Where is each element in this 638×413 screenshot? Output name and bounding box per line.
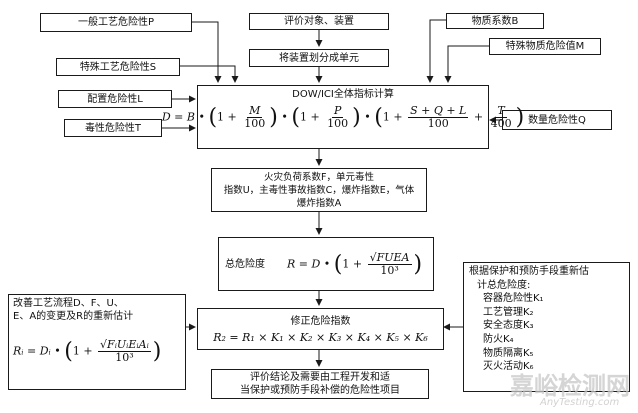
- improve-line2: E、A的变更及R的重新估计: [13, 311, 134, 322]
- reestimate-line2: 计总危险度:: [477, 279, 531, 291]
- split-units-box: 将装置划分成单元: [249, 49, 389, 67]
- special-material-hazard-box: 特殊物质危险值M: [489, 38, 601, 55]
- arrow-material-factor: [426, 19, 446, 83]
- toxicity-hazard-label: 毒性危险性T: [84, 122, 142, 134]
- reestimate-box: 根据保护和预防手段重新估 计总危险度: 容器危险性K₁ 工艺管理K₂ 安全态度K…: [463, 262, 630, 392]
- corrected-hazard-title: 修正危险指数: [290, 315, 351, 327]
- fire-load-line1: 火灾负荷系数F，单元毒性: [264, 171, 374, 183]
- total-hazard-label: 总危险度: [225, 258, 265, 270]
- reestimate-k3: 安全态度K₃: [483, 320, 534, 332]
- reestimate-line1: 根据保护和预防手段重新估: [469, 266, 589, 277]
- reestimate-k4: 防火K₄: [483, 333, 514, 345]
- special-material-hazard-label: 特殊物质危险值M: [505, 41, 585, 52]
- dow-formula-lhs: D = B •: [161, 110, 205, 124]
- arrow-special-process-hazard: [180, 65, 239, 83]
- dow-ici-title: DOW/ICI全体指标计算: [292, 89, 394, 100]
- toxicity-hazard-box: 毒性危险性T: [64, 119, 162, 137]
- material-factor-box: 物质系数B: [446, 13, 544, 29]
- watermark-cn: 嘉峪检测网: [510, 372, 630, 400]
- general-process-hazard-label: 一般工艺危险性P: [77, 17, 155, 28]
- material-factor-label: 物质系数B: [471, 15, 519, 27]
- eval-object-box: 评价对象、装置: [249, 13, 389, 30]
- conclusion-line1: 评价结论及需要由工程开发和适: [250, 372, 390, 383]
- reestimate-k1: 容器危险性K₁: [483, 293, 544, 305]
- layout-hazard-box: 配置危险性L: [58, 90, 172, 108]
- conclusion-line2: 当保护或预防手段补偿的危险性项目: [240, 385, 400, 396]
- improve-line1: 改善工艺流程D、F、U、: [13, 298, 124, 309]
- corrected-hazard-formula: R₂ = R₁ × K₁ × K₂ × K₃ × K₄ × K₅ × K₆: [213, 330, 428, 344]
- fire-load-line3: 爆炸指数A: [296, 197, 342, 209]
- corrected-hazard-box: 修正危险指数 R₂ = R₁ × K₁ × K₂ × K₃ × K₄ × K₅ …: [197, 308, 444, 350]
- layout-hazard-label: 配置危险性L: [87, 93, 143, 105]
- fire-load-box: 火灾负荷系数F，单元毒性 指数U，主毒性事故指数C，爆炸指数E，气体 爆炸指数A: [211, 168, 427, 212]
- quantity-hazard-label: 数量危险性Q: [528, 114, 586, 126]
- split-units-label: 将装置划分成单元: [279, 52, 359, 64]
- special-process-hazard-label: 特殊工艺危险性S: [79, 61, 157, 73]
- fire-load-line2: 指数U，主毒性事故指数C，爆炸指数E，气体: [223, 184, 415, 196]
- arrow-general-process-hazard: [192, 21, 222, 83]
- reestimate-k5: 物质隔离K₅: [483, 347, 534, 359]
- arrow-special-material-hazard: [444, 45, 489, 83]
- improve-process-box: 改善工艺流程D、F、U、 E、A的变更及R的重新估计 Rᵢ = Dᵢ • (1 …: [8, 294, 186, 390]
- special-process-hazard-box: 特殊工艺危险性S: [56, 58, 180, 76]
- watermark-en: AnyTesting.com: [540, 397, 620, 408]
- general-process-hazard-box: 一般工艺危险性P: [40, 13, 192, 32]
- quantity-hazard-box: 数量危险性Q: [502, 110, 612, 130]
- conclusion-box: 评价结论及需要由工程开发和适 当保护或预防手段补偿的危险性项目: [211, 369, 429, 399]
- eval-object-label: 评价对象、装置: [284, 16, 354, 27]
- reestimate-k2: 工艺管理K₂: [483, 306, 534, 318]
- reestimate-k6: 灭火活动K₆: [483, 361, 534, 373]
